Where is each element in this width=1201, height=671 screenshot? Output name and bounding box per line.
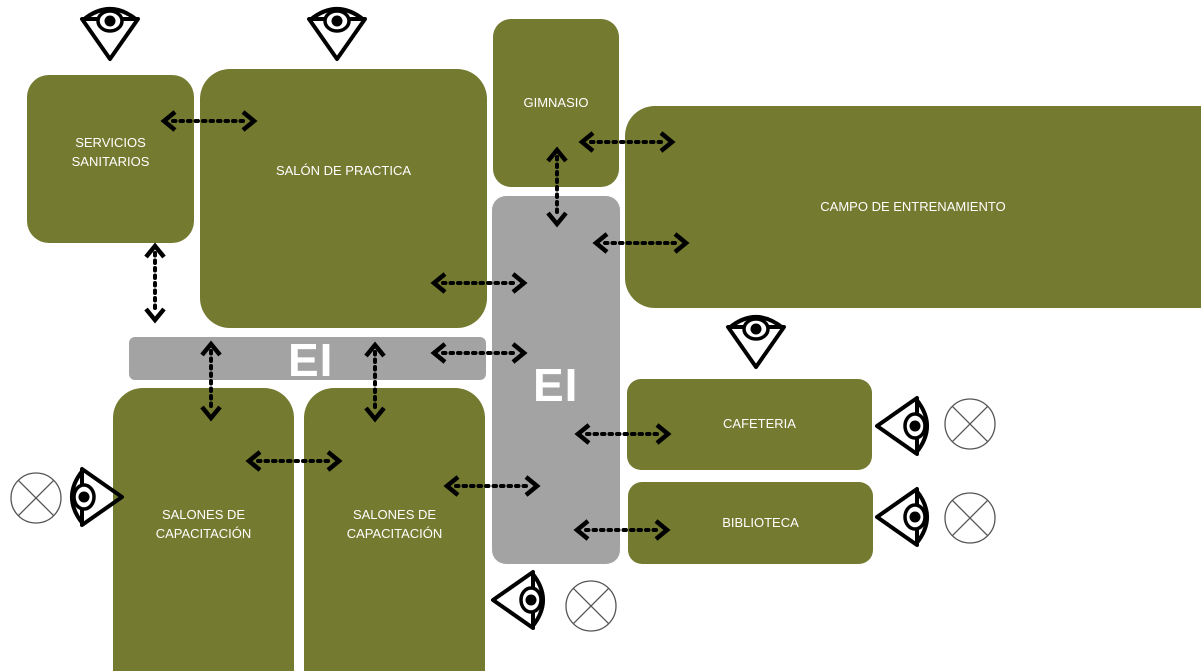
eye-icon xyxy=(875,487,929,547)
double-arrow-icon xyxy=(164,112,254,130)
double-arrow-icon xyxy=(366,345,384,419)
crossed-circle-icon xyxy=(944,492,996,544)
eye-icon xyxy=(307,7,367,61)
corridor-horizontal xyxy=(129,337,486,380)
double-arrow-icon xyxy=(578,425,668,443)
double-arrow-icon xyxy=(434,344,524,362)
room-salones-capacitacion-1: SALONES DE CAPACITACIÓN xyxy=(113,388,294,671)
room-servicios-sanitarios: SERVICIOS SANITARIOS xyxy=(27,75,194,243)
corridor-vertical-label: EI xyxy=(533,359,579,411)
room-cafeteria: CAFETERIA xyxy=(627,379,872,470)
double-arrow-icon xyxy=(596,234,686,252)
crossed-circle-icon xyxy=(565,580,617,632)
double-arrow-icon xyxy=(577,521,667,539)
double-arrow-icon xyxy=(249,452,339,470)
room-biblioteca: BIBLIOTECA xyxy=(628,482,873,564)
double-arrow-icon xyxy=(146,246,164,320)
eye-icon xyxy=(875,396,929,456)
double-arrow-icon xyxy=(548,150,566,224)
crossed-circle-icon xyxy=(944,398,996,450)
eye-icon xyxy=(491,570,545,630)
eye-icon xyxy=(70,467,124,527)
double-arrow-icon xyxy=(202,344,220,418)
crossed-circle-icon xyxy=(10,472,62,524)
eye-icon xyxy=(726,315,786,369)
double-arrow-icon xyxy=(582,133,672,151)
corridor-vertical xyxy=(492,196,620,564)
room-campo-entrenamiento: CAMPO DE ENTRENAMIENTO xyxy=(625,106,1201,308)
double-arrow-icon xyxy=(434,274,524,292)
room-salones-capacitacion-2: SALONES DE CAPACITACIÓN xyxy=(304,388,485,671)
double-arrow-icon xyxy=(447,477,537,495)
corridor-horizontal-label: EI xyxy=(288,334,334,386)
eye-icon xyxy=(80,7,140,61)
